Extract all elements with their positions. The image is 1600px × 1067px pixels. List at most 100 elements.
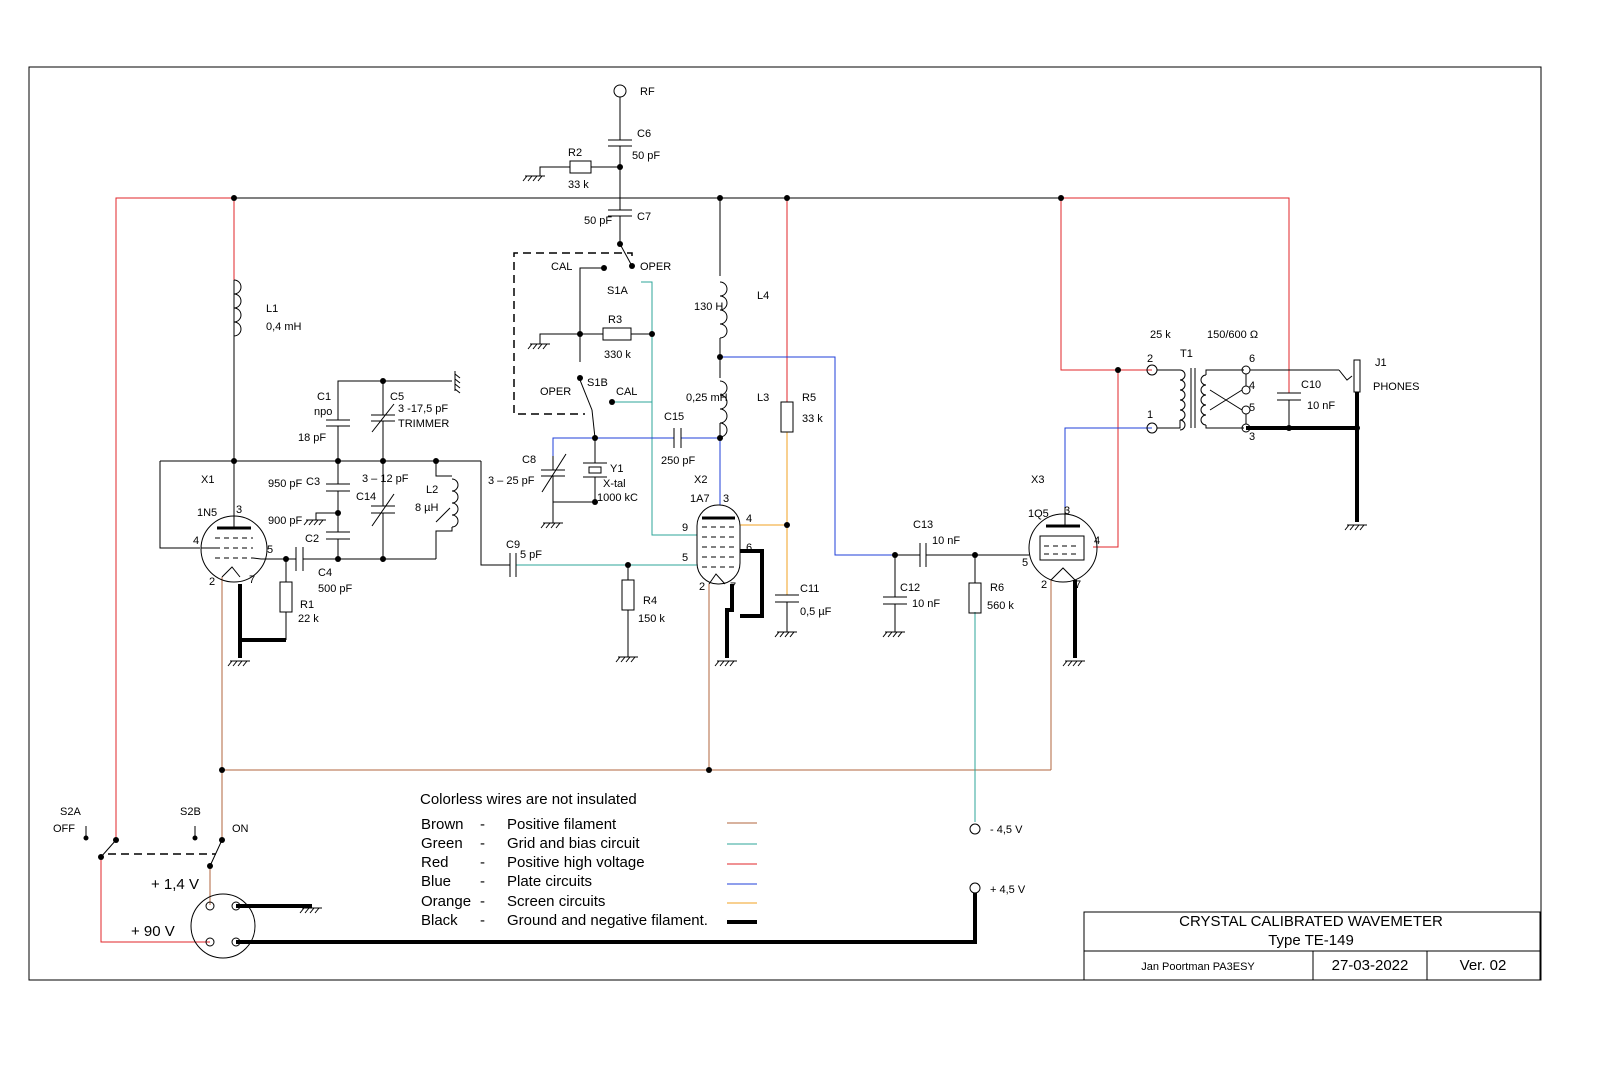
label-x3-pin2: 2 bbox=[1041, 579, 1047, 591]
title-block-title: CRYSTAL CALIBRATED WAVEMETER bbox=[1179, 913, 1443, 930]
label-cal-a: CAL bbox=[551, 261, 572, 273]
label-c1: C1 bbox=[317, 391, 331, 403]
title-block-date: 27-03-2022 bbox=[1332, 957, 1409, 974]
label-c9: C9 bbox=[506, 539, 520, 551]
label-x1-pin5: 5 bbox=[267, 544, 273, 556]
title-block-type: Type TE-149 bbox=[1268, 932, 1354, 949]
dashed-links bbox=[108, 252, 633, 855]
label-oper-a: OPER bbox=[640, 261, 671, 273]
label-s1b: S1B bbox=[587, 377, 608, 389]
label-on: ON bbox=[232, 823, 249, 835]
label-c12-val: 10 nF bbox=[912, 598, 940, 610]
label-x3: X3 bbox=[1031, 474, 1044, 486]
label-rf: RF bbox=[640, 86, 655, 98]
label-x1-pin2: 2 bbox=[209, 576, 215, 588]
label-t1: T1 bbox=[1180, 348, 1193, 360]
label-c15: C15 bbox=[664, 411, 684, 423]
label-x2-pin9: 9 bbox=[682, 522, 688, 534]
label-l3-val: 0,25 mH bbox=[686, 392, 728, 404]
label-l1: L1 bbox=[266, 303, 278, 315]
legend-desc: Positive filament bbox=[507, 816, 617, 833]
label-t1-pin5: 5 bbox=[1249, 402, 1255, 414]
label-x3-pin7: 7 bbox=[1075, 579, 1081, 591]
label-c2: C2 bbox=[305, 533, 319, 545]
label-x3-pin5: 5 bbox=[1022, 557, 1028, 569]
label-r2-val: 33 k bbox=[568, 179, 589, 191]
label-c3-val: 950 pF bbox=[268, 478, 303, 490]
label-x1: X1 bbox=[201, 474, 214, 486]
label-r1: R1 bbox=[300, 599, 314, 611]
label-y1-type: X-tal bbox=[603, 478, 626, 490]
label-y1-val: 1000 kC bbox=[597, 492, 638, 504]
legend-desc: Grid and bias circuit bbox=[507, 835, 640, 852]
label-x2-pin2: 2 bbox=[699, 581, 705, 593]
label-r3-val: 330 k bbox=[604, 349, 631, 361]
label-r3: R3 bbox=[608, 314, 622, 326]
tube-x1 bbox=[200, 515, 268, 583]
tube-x3 bbox=[1028, 507, 1098, 583]
label-x1-type: 1N5 bbox=[197, 507, 217, 519]
legend-dash: - bbox=[480, 873, 485, 890]
label-v14: + 1,4 V bbox=[151, 876, 199, 893]
label-c14: C14 bbox=[356, 491, 376, 503]
label-c6: C6 bbox=[637, 128, 651, 140]
label-vneg: - 4,5 V bbox=[990, 824, 1023, 836]
label-l2-val: 8 µH bbox=[415, 502, 439, 514]
legend-row: Black - Ground and negative filament. bbox=[421, 912, 757, 929]
brown-wires bbox=[209, 577, 1052, 905]
label-r1-val: 22 k bbox=[298, 613, 319, 625]
green-wires bbox=[516, 281, 976, 822]
legend-row: Brown - Positive filament bbox=[421, 816, 757, 833]
label-c13: C13 bbox=[913, 519, 933, 531]
label-x2-pin7: 7 bbox=[730, 581, 736, 593]
label-c5-val: 3 -17,5 pF bbox=[398, 403, 448, 415]
label-t1-sec: 150/600 Ω bbox=[1207, 329, 1258, 341]
label-t1-pri: 25 k bbox=[1150, 329, 1171, 341]
label-c11: C11 bbox=[800, 583, 819, 595]
label-t1-pin1: 1 bbox=[1147, 409, 1153, 421]
label-t1-pin6: 6 bbox=[1249, 353, 1255, 365]
ground-symbols bbox=[227, 175, 1368, 914]
label-l2: L2 bbox=[426, 484, 438, 496]
label-r2: R2 bbox=[568, 147, 582, 159]
label-r5-val: 33 k bbox=[802, 413, 823, 425]
label-c2-val: 900 pF bbox=[268, 515, 303, 527]
legend-dash: - bbox=[480, 816, 485, 833]
legend-row: Orange - Screen circuits bbox=[421, 893, 757, 910]
label-y1: Y1 bbox=[610, 463, 623, 475]
title-block-author: Jan Poortman PA3ESY bbox=[1141, 961, 1255, 973]
label-c4-val: 500 pF bbox=[318, 583, 353, 595]
label-cal-b: CAL bbox=[616, 386, 637, 398]
label-r4-val: 150 k bbox=[638, 613, 665, 625]
label-c14-val: 3 – 12 pF bbox=[362, 473, 409, 485]
legend-color: Orange bbox=[421, 893, 471, 910]
legend-row: Green - Grid and bias circuit bbox=[421, 835, 757, 852]
label-c7: C7 bbox=[637, 211, 651, 223]
label-c11-val: 0,5 µF bbox=[800, 606, 832, 618]
label-c3: C3 bbox=[306, 476, 320, 488]
label-c5-type: TRIMMER bbox=[398, 418, 449, 430]
legend-color: Black bbox=[421, 912, 458, 929]
legend-color: Green bbox=[421, 835, 463, 852]
label-x1-pin3: 3 bbox=[236, 504, 242, 516]
legend-color: Blue bbox=[421, 873, 451, 890]
legend-desc: Plate circuits bbox=[507, 873, 592, 890]
label-l1-val: 0,4 mH bbox=[266, 321, 302, 333]
label-s2a: S2A bbox=[60, 806, 81, 818]
label-t1-pin2: 2 bbox=[1147, 353, 1153, 365]
label-v90: + 90 V bbox=[131, 923, 175, 940]
label-c6-val: 50 pF bbox=[632, 150, 660, 162]
label-j1: J1 bbox=[1375, 357, 1387, 369]
legend-dash: - bbox=[480, 893, 485, 910]
label-c1-val: 18 pF bbox=[298, 432, 326, 444]
label-s1a: S1A bbox=[607, 285, 628, 297]
legend-dash: - bbox=[480, 854, 485, 871]
component-labels: RF C6 50 pF R2 33 k 50 pF C7 CAL OPER S1… bbox=[53, 86, 1419, 940]
label-l4-val: 130 H bbox=[694, 301, 723, 313]
label-x3-type: 1Q5 bbox=[1028, 508, 1049, 520]
label-j1-type: PHONES bbox=[1373, 381, 1419, 393]
legend-desc: Screen circuits bbox=[507, 893, 605, 910]
label-oper-b: OPER bbox=[540, 386, 571, 398]
label-x2-type: 1A7 bbox=[690, 493, 710, 505]
